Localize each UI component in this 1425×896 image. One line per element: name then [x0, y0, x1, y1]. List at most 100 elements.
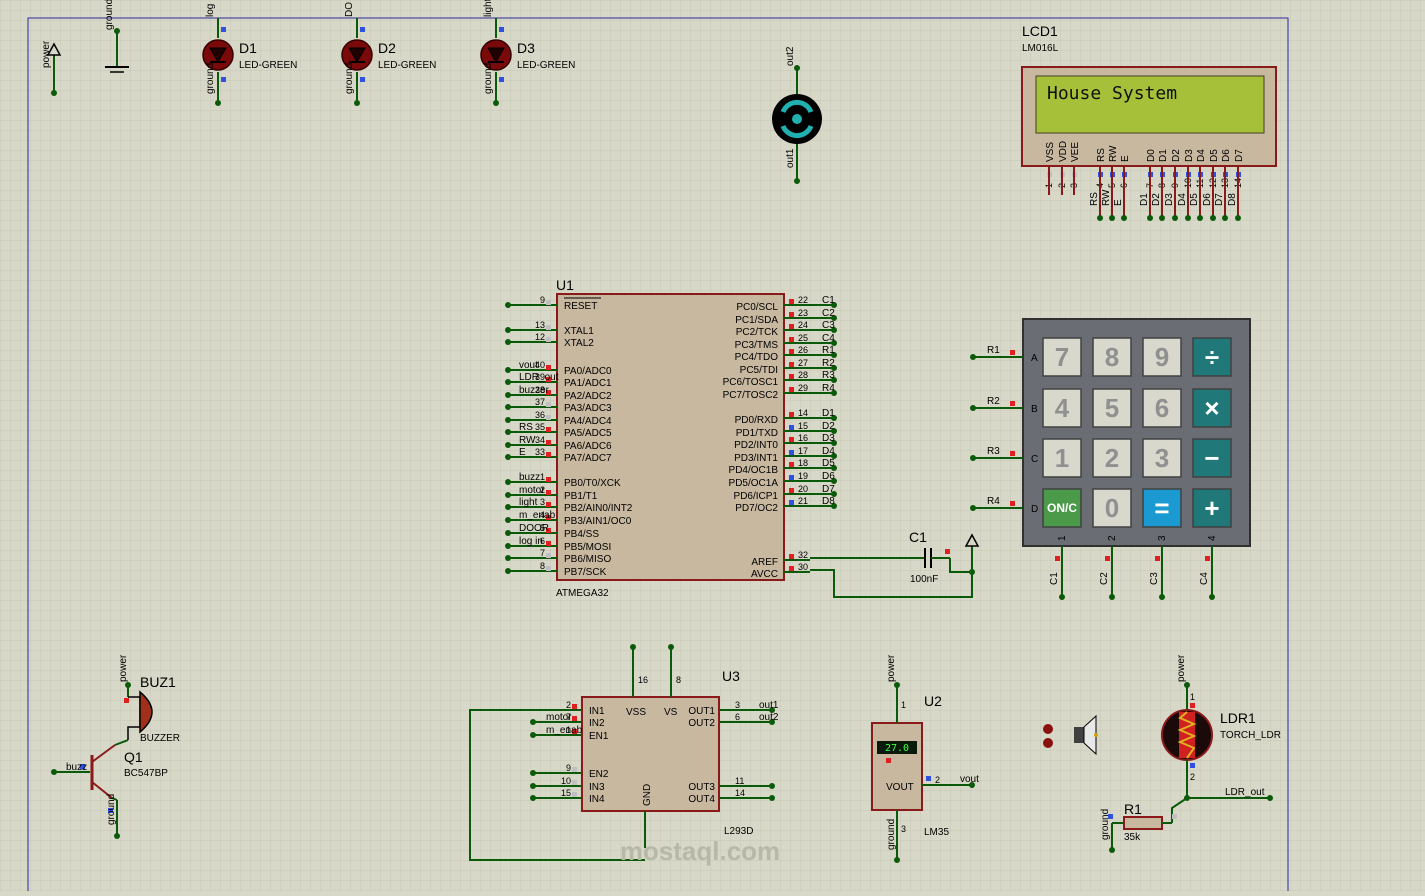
mcu-pin-name: PD6/ICP1: [734, 491, 779, 502]
mcu-pin-number: 12: [535, 332, 545, 342]
mcu-pin-net: RS: [519, 422, 533, 433]
driver-pin-name: OUT4: [688, 794, 715, 805]
motor-driver-l293d[interactable]: U3 L293D IN12IN27motorEN11m_enabEN29IN31…: [469, 644, 780, 866]
mcu-pin-name: PD7/OC2: [735, 503, 778, 514]
keypad-row-net: R4: [987, 496, 1000, 507]
key-button[interactable]: 5: [1092, 388, 1132, 428]
mcu-pin-number: 5: [540, 523, 545, 533]
mcu-ref: U1: [556, 277, 574, 293]
keypad-col-net: C1: [1049, 572, 1060, 585]
key-button[interactable]: =: [1142, 488, 1182, 528]
key-label: 2: [1105, 443, 1119, 473]
mcu-pin-name: PD0/RXD: [735, 415, 778, 426]
keypad-col-net: C2: [1099, 572, 1110, 585]
mcu-pin-number: 2: [540, 485, 545, 495]
mcu-pin-net: R4: [822, 383, 835, 394]
key-label: 8: [1105, 342, 1119, 372]
lcd-net-label: RS: [1089, 192, 1100, 206]
key-label: 4: [1055, 393, 1070, 423]
lcd-net-label: D2: [1151, 193, 1162, 206]
mcu-pin-name: PD5/OC1A: [729, 478, 779, 489]
key-label: 9: [1155, 342, 1169, 372]
mcu-pin-net: C4: [822, 333, 835, 344]
driver-value: L293D: [724, 826, 753, 837]
mcu-pin-name: PC0/SCL: [736, 302, 778, 313]
driver-pin-net: m_enab: [546, 725, 583, 736]
mcu-pin-name: AREF: [751, 557, 778, 568]
ground-terminal[interactable]: ground: [104, 0, 129, 73]
lcd-pin-label: VDD: [1058, 141, 1069, 162]
mcu-pin-name: PA3/ADC3: [564, 403, 612, 414]
lcd-module[interactable]: LCD1 LM016L House System VSS1VDD2VEE3RS4…: [1021, 23, 1277, 221]
power-terminal[interactable]: power: [41, 40, 62, 96]
mcu-pin-net: D8: [822, 496, 835, 507]
led-ref: D1: [239, 40, 257, 56]
mcu-atmega32[interactable]: U1 ATMEGA32 RESET9XTAL113XTAL212PA0/ADC0…: [505, 277, 837, 599]
key-button[interactable]: 4: [1042, 388, 1082, 428]
key-button[interactable]: 6: [1142, 388, 1182, 428]
keypad-row-label: D: [1031, 504, 1038, 515]
mcu-pin-number: 25: [798, 333, 808, 343]
ldr-net-out: LDR_out: [1225, 787, 1265, 798]
key-button[interactable]: 9: [1142, 337, 1182, 377]
lcd-value: LM016L: [1022, 43, 1059, 54]
driver-pin-name: VS: [664, 707, 678, 718]
power-terminal-label: power: [41, 40, 52, 68]
key-button[interactable]: 0: [1092, 488, 1132, 528]
key-label: 0: [1105, 493, 1119, 523]
key-button[interactable]: ×: [1192, 388, 1232, 428]
transistor-q1[interactable]: Q1 BC547BP buzz ground: [51, 739, 168, 839]
driver-pin-name: IN4: [589, 794, 605, 805]
driver-pin-number: 14: [735, 788, 745, 798]
lcd-pin-label: D6: [1221, 149, 1232, 162]
driver-pin-name: EN1: [589, 731, 609, 742]
key-button[interactable]: +: [1192, 488, 1232, 528]
key-button[interactable]: 8: [1092, 337, 1132, 377]
driver-pin-number: 7: [566, 712, 571, 722]
lcd-pin-label: D1: [1158, 149, 1169, 162]
mcu-pin-net: R1: [822, 345, 835, 356]
lcd-net-label: D4: [1177, 193, 1188, 206]
key-button[interactable]: 1: [1042, 438, 1082, 478]
mcu-pin-net: C3: [822, 320, 835, 331]
key-button[interactable]: −: [1192, 438, 1232, 478]
driver-pin-number: 9: [566, 763, 571, 773]
dc-motor[interactable]: out2 out1: [772, 46, 822, 184]
transistor-emitter-net: ground: [106, 794, 117, 825]
key-button[interactable]: 2: [1092, 438, 1132, 478]
key-button[interactable]: 3: [1142, 438, 1182, 478]
capacitor-c1[interactable]: C1 100nF: [810, 529, 980, 598]
mcu-pin-number: 39: [535, 372, 545, 382]
mcu-pin-net: D2: [822, 421, 835, 432]
key-button[interactable]: ÷: [1192, 337, 1232, 377]
mcu-pin-number: 33: [535, 447, 545, 457]
driver-pin-net: motor: [546, 712, 572, 723]
mcu-pin-net: light: [519, 497, 538, 508]
lcd-pin-label: RS: [1096, 148, 1107, 162]
resistor-r1[interactable]: R1 35k ground: [1100, 797, 1188, 853]
key-button[interactable]: 7: [1042, 337, 1082, 377]
mcu-pin-name: PD4/OC1B: [729, 465, 779, 476]
mcu-pin-net: D1: [822, 408, 835, 419]
mcu-pin-net: D6: [822, 471, 835, 482]
lcd-ref: LCD1: [1022, 23, 1058, 39]
mcu-pin-number: 32: [798, 550, 808, 560]
mcu-pin-name: PA7/ADC7: [564, 453, 612, 464]
mcu-pin-name: PA1/ADC1: [564, 378, 612, 389]
mcu-pin-number: 6: [540, 536, 545, 546]
temperature-sensor-lm35[interactable]: U2 LM35 27.0 VOUT 1 3 2 vout power groun…: [871, 654, 979, 863]
key-button[interactable]: ON/C: [1042, 488, 1082, 528]
ldr-sensor[interactable]: LDR1 TORCH_LDR 1 2 LDR_out power: [1161, 654, 1281, 801]
mcu-pin-net: D4: [822, 446, 835, 457]
driver-pin-name: EN2: [589, 769, 609, 780]
buzzer[interactable]: BUZ1 BUZZER power: [118, 654, 180, 744]
sensor-pin-top: 1: [901, 700, 906, 710]
lcd-net-label: E: [1113, 199, 1124, 206]
mcu-pin-net: C1: [822, 295, 835, 306]
mcu-pin-name: PB3/AIN1/OC0: [564, 516, 632, 527]
